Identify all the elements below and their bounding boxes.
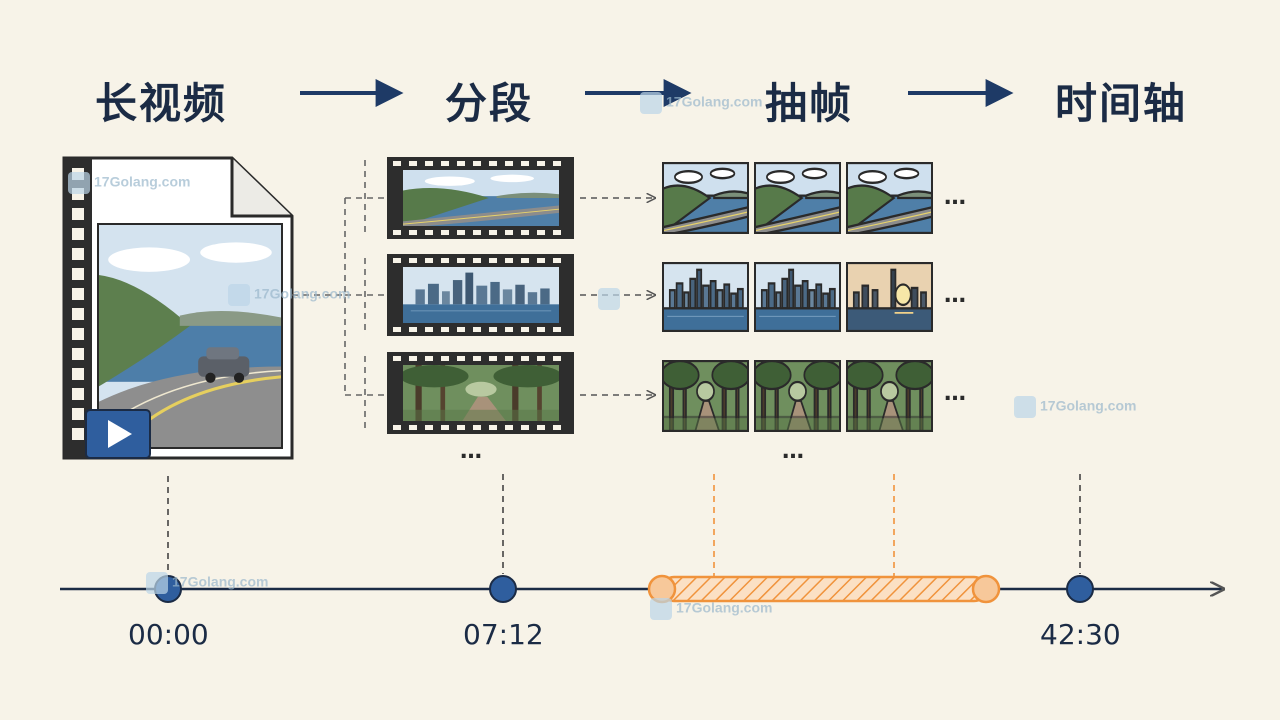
- ellipsis-frames: …: [782, 439, 804, 464]
- timestamp-segment: 07:12: [463, 618, 544, 651]
- watermark-logo-icon: [598, 288, 620, 310]
- frame-coast-1: [663, 163, 748, 233]
- frame-city-2: [755, 263, 840, 331]
- watermark: 17Golang.com: [1014, 396, 1136, 418]
- ellipsis-row-3: …: [944, 381, 966, 406]
- watermark-logo-icon: [228, 284, 250, 306]
- play-icon: [85, 409, 151, 459]
- segment-forest: [387, 352, 574, 434]
- watermark-logo-icon: [68, 172, 90, 194]
- segment-bracket: [292, 160, 385, 432]
- segment-coast: [387, 157, 574, 239]
- watermark: 17Golang.com: [650, 598, 772, 620]
- timeline: [60, 474, 1222, 604]
- frame-city-3: [847, 263, 932, 331]
- stage-timeline: 时间轴: [1055, 79, 1188, 128]
- frame-forest-2: [755, 361, 840, 431]
- timestamp-end: 42:30: [1040, 618, 1121, 651]
- range-end-handle: [971, 574, 1001, 604]
- watermark: 17Golang.com: [640, 92, 762, 114]
- watermark-logo-icon: [146, 572, 168, 594]
- watermark-logo-icon: [1014, 396, 1036, 418]
- stage-long-video: 长视频: [95, 79, 228, 128]
- watermark-logo-icon: [650, 598, 672, 620]
- frame-forest-3: [847, 361, 932, 431]
- frame-coast-2: [755, 163, 840, 233]
- marker-4230: [1066, 575, 1094, 603]
- marker-0712: [489, 575, 517, 603]
- frame-city-1: [663, 263, 748, 331]
- long-video-file: [62, 156, 294, 460]
- watermark-logo-icon: [640, 92, 662, 114]
- frame-forest-1: [663, 361, 748, 431]
- stage-segment: 分段: [445, 79, 534, 128]
- watermark: 17Golang.com: [228, 284, 350, 306]
- watermark: 17Golang.com: [68, 172, 190, 194]
- watermark: 17Golang.com: [146, 572, 268, 594]
- watermark: [598, 288, 624, 310]
- ellipsis-segments: …: [460, 439, 482, 464]
- segment-city: [387, 254, 574, 336]
- timestamp-start: 00:00: [128, 618, 209, 651]
- ellipsis-row-2: …: [944, 283, 966, 308]
- ellipsis-row-1: …: [944, 185, 966, 210]
- frame-coast-3: [847, 163, 932, 233]
- stage-extract-frames: 抽帧: [765, 79, 854, 128]
